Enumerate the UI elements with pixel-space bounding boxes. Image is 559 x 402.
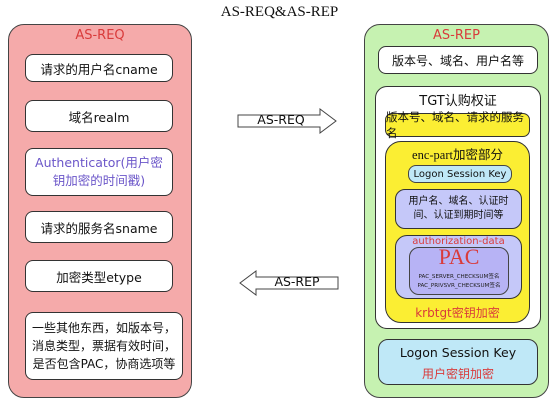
rep-version-label: 版本号、域名、用户名等 [391, 53, 524, 68]
as-req-arrow-label: AS-REQ [257, 112, 305, 127]
sname-label: 请求的服务名sname [40, 220, 158, 236]
other-fields-label: 一些其他东西，如版本号，消息类型，票据有效时间，是否包含PAC，协商选项等 [32, 321, 177, 371]
realm-label: 域名realm [68, 109, 130, 125]
authorization-data-label: authorization-data [412, 236, 505, 247]
authenticator-box: Authenticator(用户密钥加密的时间戳) [25, 148, 173, 196]
pac-title: PAC [438, 244, 480, 269]
tgt-title: TGT认购权证 [419, 94, 497, 109]
pac-server-checksum: PAC_SERVER_CHECKSUM签名 [418, 274, 500, 280]
tgt-header-box: 版本号、域名、请求的服务名 [385, 110, 530, 140]
session-key-box [378, 339, 538, 385]
rep-version-box: 版本号、域名、用户名等 [378, 46, 538, 74]
tgt-logon-key-box: Logon Session Key [408, 165, 512, 183]
as-req-arrow [237, 108, 337, 134]
user-key-encryption-label: 用户密钥加密 [421, 367, 494, 381]
realm-box: 域名realm [25, 100, 173, 132]
as-req-heading: AS-REQ [75, 28, 125, 43]
tgt-header-label: 版本号、域名、请求的服务名 [386, 110, 524, 140]
enc-part-title: enc-part加密部分 [412, 148, 503, 162]
tgt-logon-key-label: Logon Session Key [413, 168, 507, 180]
authenticator-label: Authenticator(用户密钥加密的时间戳) [35, 155, 163, 188]
as-rep-heading: AS-REP [433, 28, 480, 43]
session-key-label: Logon Session Key [399, 345, 517, 360]
pac-privsvr-checksum: PAC_PRIVSVR_CHECKSUM签名 [417, 283, 501, 289]
user-info-label: 用户名、域名、认证时间、认证到期时间等 [408, 196, 509, 221]
user-info-box: 用户名、域名、认证时间、认证到期时间等 [395, 189, 522, 229]
pac-box [409, 247, 509, 295]
as-rep-arrow [239, 270, 339, 296]
sname-box: 请求的服务名sname [25, 211, 173, 243]
cname-label: 请求的用户名cname [40, 61, 158, 77]
cname-box: 请求的用户名cname [25, 54, 173, 82]
krbtgt-encryption-label: krbtgt密钥加密 [415, 306, 500, 320]
etype-box: 加密类型etype [25, 260, 173, 292]
etype-label: 加密类型etype [56, 269, 142, 285]
diagram-title: AS-REQ&AS-REP [220, 4, 339, 20]
other-fields-box: 一些其他东西，如版本号，消息类型，票据有效时间，是否包含PAC，协商选项等 [25, 312, 183, 380]
as-rep-arrow-label: AS-REP [274, 274, 320, 289]
